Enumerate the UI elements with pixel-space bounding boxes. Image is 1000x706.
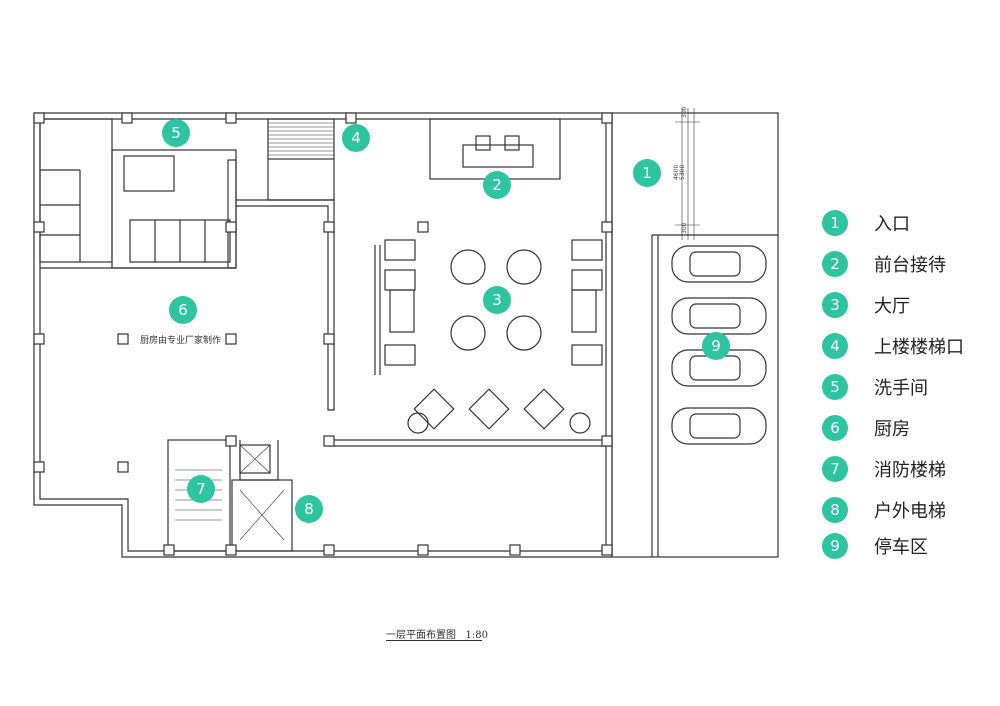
marker-kitchen: 6	[169, 296, 197, 324]
legend-item: 4 上楼楼梯口	[822, 331, 964, 361]
svg-text:3: 3	[492, 291, 502, 309]
reception-area	[429, 118, 561, 180]
dim-text: 5300	[679, 165, 686, 180]
legend-number: 9	[822, 533, 848, 559]
legend-item: 1 入口	[822, 208, 910, 238]
fire-stair	[167, 439, 231, 552]
title-underline	[386, 640, 482, 641]
svg-text:8: 8	[304, 500, 314, 518]
marker-entrance: 1	[633, 159, 661, 187]
legend-label: 入口	[874, 214, 910, 235]
drawing-title: 一层平面布置图 1:80	[386, 626, 488, 641]
svg-text:9: 9	[711, 337, 721, 355]
legend-item: 7 消防楼梯	[822, 454, 946, 484]
legend-number: 4	[822, 333, 848, 359]
marker-elevator: 8	[295, 495, 323, 523]
legend-number: 1	[822, 210, 848, 236]
legend-label: 大厅	[874, 296, 910, 317]
legend-item: 2 前台接待	[822, 249, 946, 279]
svg-text:2: 2	[492, 176, 502, 194]
svg-text:1: 1	[642, 164, 652, 182]
marker-hall: 3	[483, 286, 511, 314]
legend-item: 8 户外电梯	[822, 495, 946, 525]
legend-label: 停车区	[874, 537, 928, 558]
marker-reception: 2	[483, 171, 511, 199]
marker-stair-up: 4	[342, 124, 370, 152]
elevator	[231, 479, 293, 552]
dim-text: 300	[681, 106, 688, 118]
svg-text:5: 5	[171, 124, 181, 142]
legend-item: 6 厨房	[822, 413, 910, 443]
dim-text: 4600	[673, 165, 680, 180]
washroom-block	[39, 118, 113, 263]
dim-text: 300	[681, 222, 688, 234]
svg-text:4: 4	[351, 129, 361, 147]
legend-number: 7	[822, 456, 848, 482]
outer-wall-inner	[39, 118, 607, 552]
legend-number: 3	[822, 292, 848, 318]
svg-text:6: 6	[178, 301, 188, 319]
drawing-scale: 1:80	[465, 630, 489, 641]
marker-fire-stair: 7	[187, 475, 215, 503]
svg-text:7: 7	[196, 480, 206, 498]
legend-item: 5 洗手间	[822, 372, 928, 402]
kitchen-note: 厨房由专业厂家制作	[140, 336, 222, 346]
legend-label: 厨房	[874, 419, 910, 440]
marker-parking: 9	[702, 332, 730, 360]
legend-label: 前台接待	[874, 255, 946, 276]
legend-number: 8	[822, 497, 848, 523]
legend-label: 洗手间	[874, 378, 928, 399]
legend-label: 消防楼梯	[874, 460, 946, 481]
drawing-title-text: 一层平面布置图	[386, 630, 456, 641]
legend-number: 2	[822, 251, 848, 277]
legend-label: 上楼楼梯口	[874, 337, 964, 358]
legend-item: 3 大厅	[822, 290, 910, 320]
legend-number: 5	[822, 374, 848, 400]
columns	[33, 112, 613, 556]
marker-washroom: 5	[162, 119, 190, 147]
legend-number: 6	[822, 415, 848, 441]
legend-label: 户外电梯	[874, 501, 946, 522]
legend-item: 9 停车区	[822, 531, 928, 561]
